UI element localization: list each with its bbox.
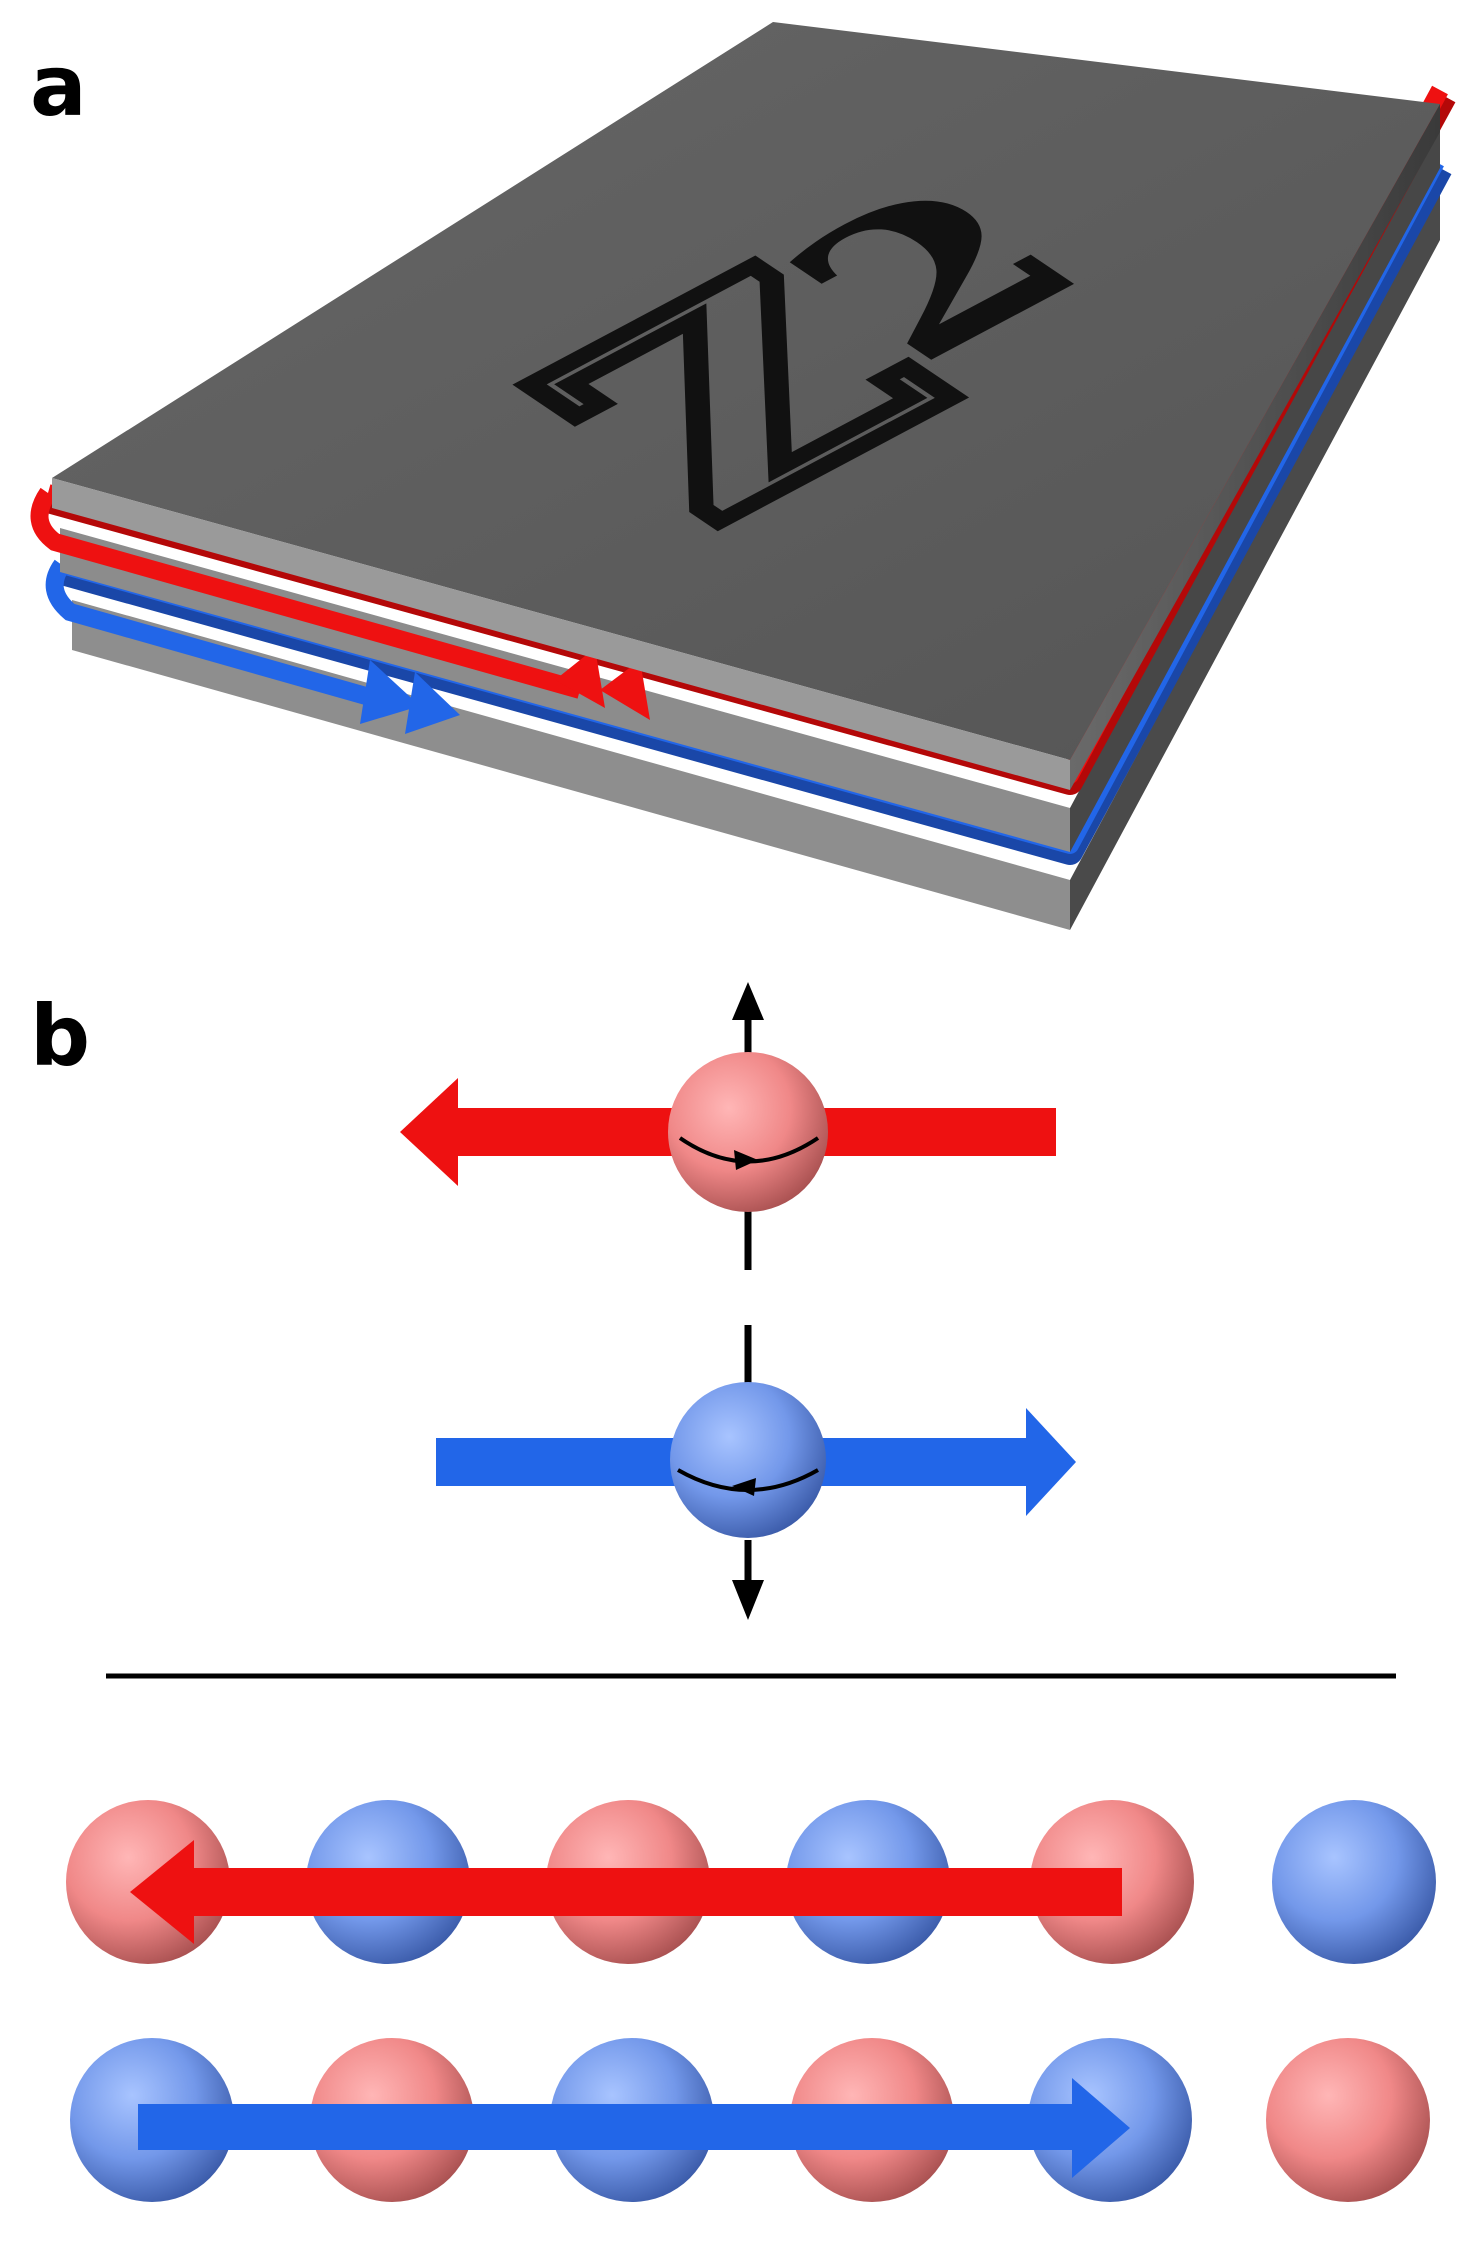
chain-sphere-blue <box>1272 1800 1436 1964</box>
red-edge-arrow-2 <box>555 648 605 708</box>
blue-electron-sphere <box>670 1382 826 1538</box>
blue-momentum-arrowhead <box>1026 1408 1076 1516</box>
panel-a: a <box>30 22 1456 930</box>
chain-blue-arrow-shaft <box>138 2104 1088 2150</box>
red-momentum-arrowhead <box>400 1078 458 1186</box>
sphere-chain-top-row <box>66 1800 1436 1964</box>
panel-a-label: a <box>30 37 87 135</box>
panel-b: b <box>30 982 1436 2202</box>
panel-b-label: b <box>30 987 90 1085</box>
slab-top: Z 2 <box>52 22 1440 790</box>
slab-top-front-edge <box>52 478 1070 790</box>
blue-sphere-rotation-arrowhead <box>732 1478 756 1496</box>
chain-red-arrow-shaft <box>188 1868 1122 1916</box>
sphere-chain-bottom-row <box>70 2038 1430 2202</box>
red-electron-sphere <box>668 1052 828 1212</box>
red-spin-edge-state <box>400 982 1056 1270</box>
blue-edge-arrow-1 <box>360 660 420 724</box>
blue-edge-arrow-2 <box>405 672 460 734</box>
slab-top-right-edge <box>1070 104 1440 790</box>
chain-blue-arrowhead <box>1072 2078 1130 2178</box>
spin-down-arrowhead <box>732 1580 764 1620</box>
chain-sphere-red <box>1266 2038 1430 2202</box>
spin-up-arrowhead <box>732 982 764 1020</box>
chain-red-arrowhead <box>130 1840 194 1944</box>
red-sphere-rotation-arrowhead <box>734 1150 758 1170</box>
blue-spin-edge-state <box>436 1325 1076 1620</box>
slab-top-face <box>52 22 1440 760</box>
red-edge-arrow-1 <box>600 660 650 720</box>
